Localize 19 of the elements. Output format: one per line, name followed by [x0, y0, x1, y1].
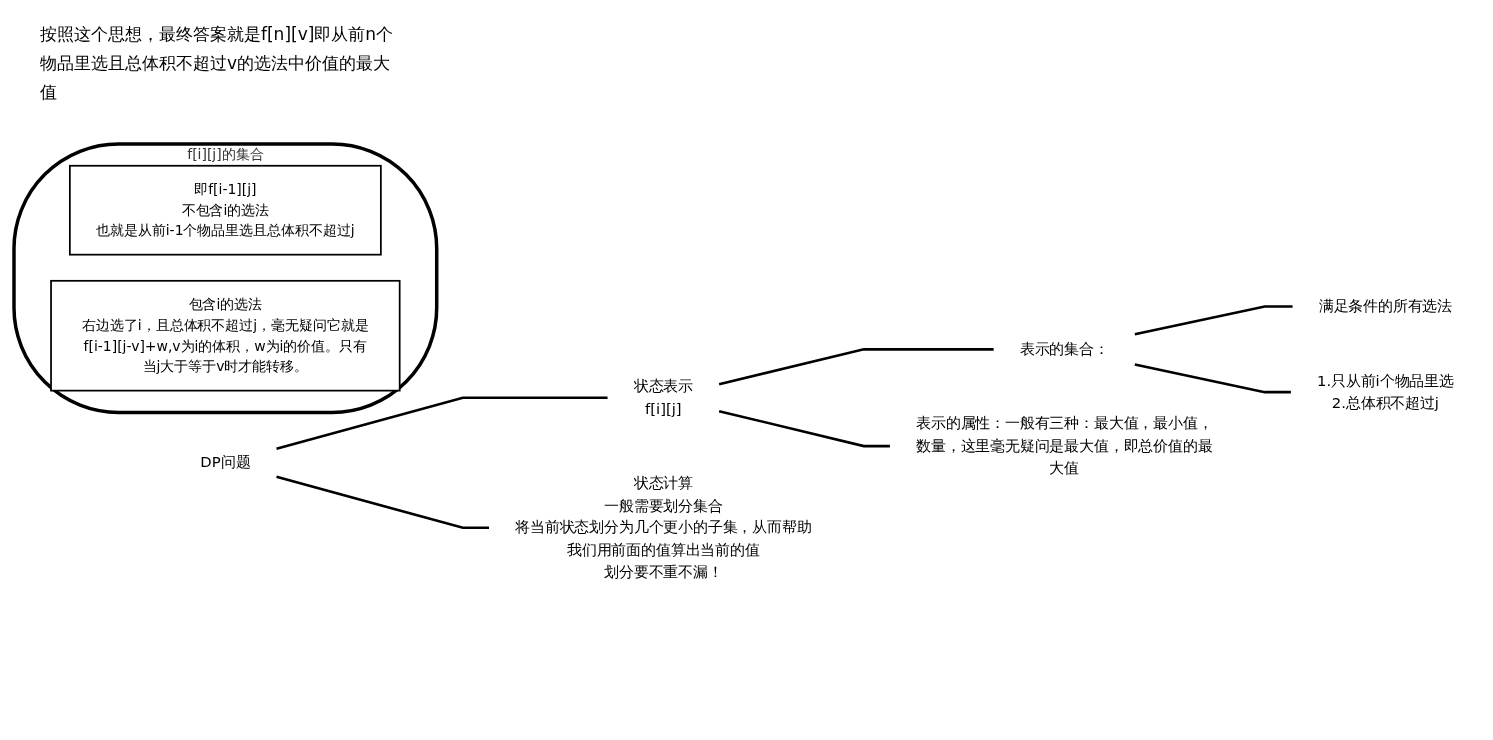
node-text: 状态表示 f[i][j] — [633, 377, 693, 417]
connector — [275, 396, 608, 450]
connector — [275, 475, 489, 529]
connector — [718, 347, 994, 386]
connector — [1134, 305, 1293, 336]
connector — [718, 409, 890, 448]
node-text: DP问题 — [199, 453, 250, 471]
node-label: 划分要不重不漏！ — [603, 562, 723, 581]
connector — [1134, 362, 1291, 394]
node-text: 表示的集合： — [1019, 339, 1109, 358]
node-box: 包含i的选法 右边选了i，且总体积不超过j，毫无疑问它就是f[i-1][j-v]+w,v为i的体积，w为i的价值。只有当j大于等于v时才能转移。 — [49, 279, 401, 392]
node-label: 一般需要划分集合 — [603, 496, 723, 514]
node-box: 即f[i-1][j] 不包含i的选法 也就是从前i-1个物品里选且总体积不超过j — [68, 164, 382, 256]
node-text: 状态计算 — [633, 473, 693, 492]
node-text: 满足条件的所有选法 — [1318, 296, 1452, 315]
node-label: 将当前状态划分为几个更小的子集，从而帮助我们用前面的值算出当前的值 — [514, 518, 812, 558]
node-text: 表示的属性：一般有三种：最大值，最小值，数量，这里毫无疑问是最大值，即总价值的最大值 — [915, 414, 1212, 477]
node-text: 1.只从前i个物品里选 2.总体积不超过j — [1316, 371, 1454, 412]
note-text: 按照这个思想，最终答案就是f[n][v]即从前n个物品里选且总体积不超过v的选法中价值的最大值 — [40, 23, 395, 104]
